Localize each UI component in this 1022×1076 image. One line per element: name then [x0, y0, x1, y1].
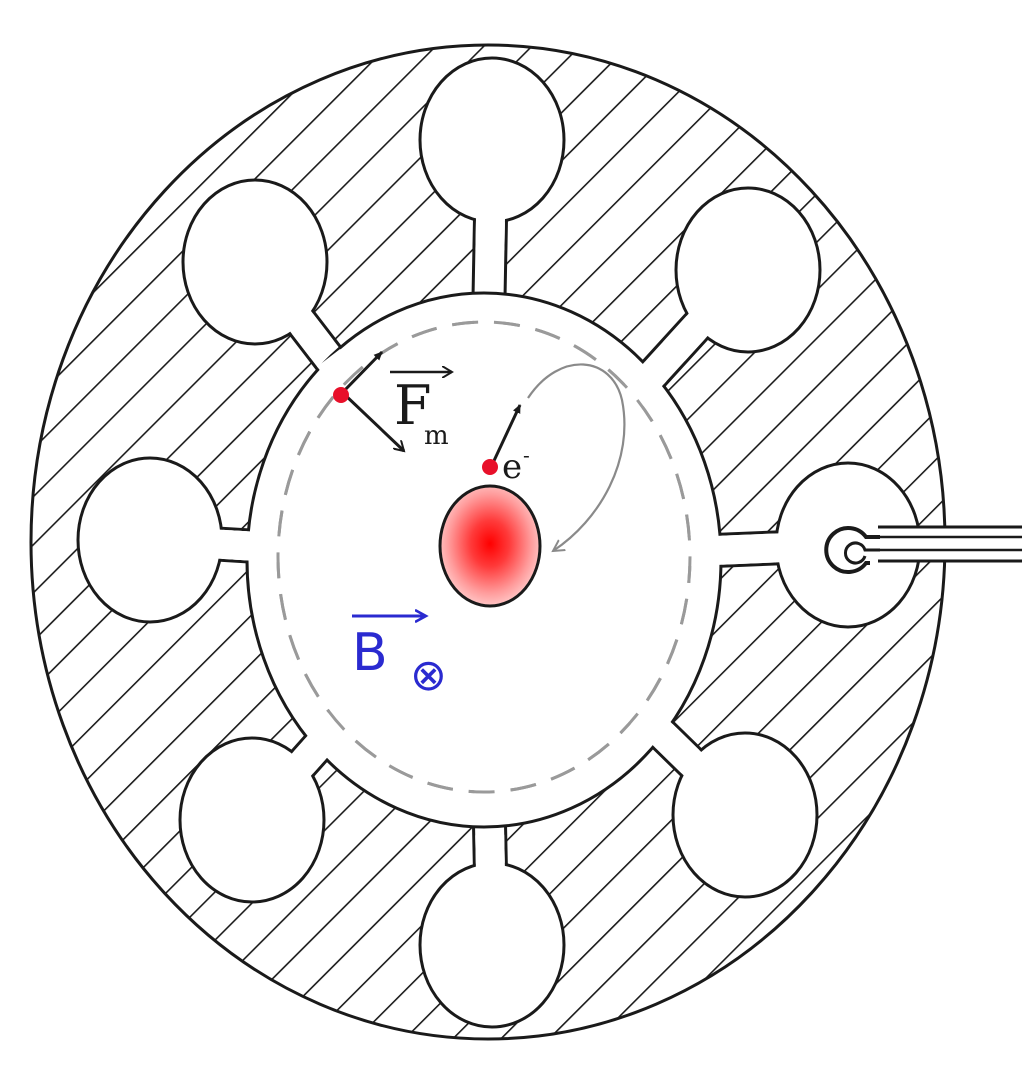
electron-near-cathode: e -: [482, 404, 530, 487]
electron-trajectory: [527, 363, 626, 551]
force-label: F: [394, 374, 431, 437]
velocity-arrow: [340, 350, 384, 395]
field-into-page-icon: ⊗: [410, 650, 447, 701]
field-letter: B: [352, 623, 388, 683]
slot-mouth: [678, 532, 799, 567]
slot-mouth: [199, 528, 291, 563]
electron-orbit-overlay: [276, 320, 692, 794]
magnetic-field-label: B ⊗: [352, 616, 447, 701]
slot-mouth: [274, 695, 365, 793]
output-coupling: [824, 525, 1022, 574]
force-subscript: m: [424, 421, 449, 451]
electron-dot: [482, 459, 498, 475]
slot-mouth: [473, 754, 506, 896]
slot-mouths: [199, 189, 799, 896]
coupling-loop-icon: [824, 526, 880, 574]
force-arrow: [342, 392, 404, 451]
electron-charge-superscript: -: [523, 443, 530, 467]
electron-label: e: [502, 447, 522, 487]
electron-velocity-arrow: [490, 404, 522, 466]
slot-mouth: [473, 189, 506, 366]
electron-with-force: F m: [333, 350, 452, 451]
electron-dot: [333, 387, 349, 403]
slot-mouth: [604, 297, 726, 426]
cathode: [438, 484, 542, 608]
slot-mouth: [613, 685, 720, 791]
